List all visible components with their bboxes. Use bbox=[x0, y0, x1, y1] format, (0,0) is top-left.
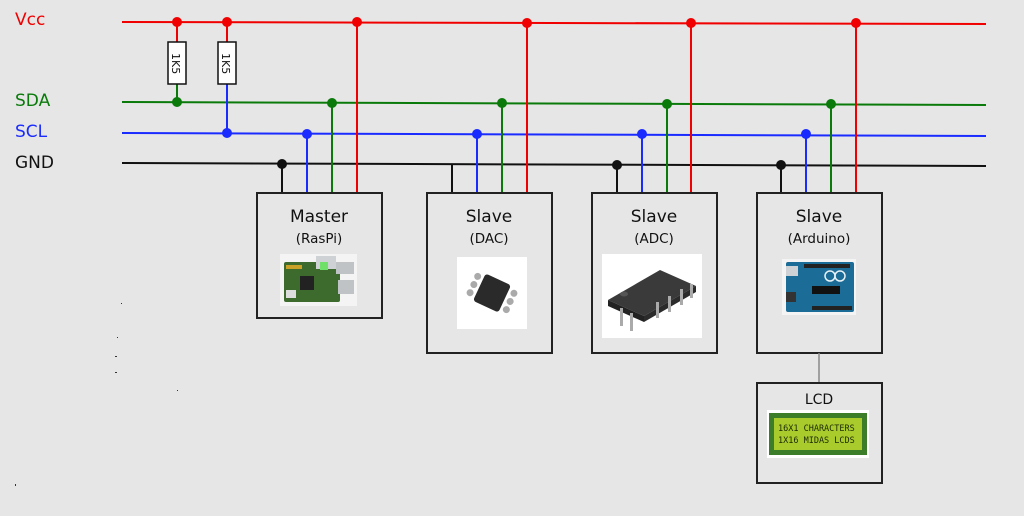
sda-bus-line bbox=[121, 101, 987, 106]
gnd-label: GND bbox=[15, 153, 54, 173]
junction-dot bbox=[826, 99, 836, 109]
device-title: Slave bbox=[631, 207, 677, 227]
resistor-value-label: 1K5 bbox=[169, 53, 182, 74]
arduino-board-icon bbox=[782, 259, 856, 315]
pullup-resistor-sda: 1K5 bbox=[167, 22, 187, 102]
junction-dot bbox=[662, 99, 672, 109]
sda-label: SDA bbox=[15, 91, 51, 111]
device-title: Master bbox=[290, 207, 348, 227]
device-slave-adc: Slave (ADC) bbox=[591, 18, 718, 354]
junction-dot bbox=[801, 129, 811, 139]
junction-dot bbox=[302, 129, 312, 139]
lcd-title: LCD bbox=[805, 392, 833, 408]
pullup-resistor-scl: 1K5 bbox=[217, 22, 237, 133]
junction-dot bbox=[497, 98, 507, 108]
junction-dot bbox=[472, 129, 482, 139]
scl-label: SCL bbox=[15, 122, 48, 142]
junction-dot bbox=[277, 159, 287, 169]
device-box bbox=[756, 192, 883, 354]
device-slave-dac: Slave (DAC) bbox=[426, 18, 553, 354]
device-master: Master (RasPi) bbox=[256, 17, 383, 319]
device-subtitle: (DAC) bbox=[469, 231, 508, 247]
dac-chip-icon bbox=[457, 257, 527, 329]
junction-dot bbox=[522, 18, 532, 28]
device-title: Slave bbox=[466, 207, 512, 227]
gnd-bus-line bbox=[121, 162, 987, 167]
vcc-label: Vcc bbox=[15, 10, 45, 30]
device-subtitle: (RasPi) bbox=[296, 231, 343, 247]
lcd-module: LCD 16X1 CHARACTERS 1X16 MIDAS LCDS bbox=[756, 382, 883, 484]
junction-dot bbox=[637, 129, 647, 139]
vcc-bus-line bbox=[121, 21, 987, 25]
adc-dip-chip-icon bbox=[602, 254, 702, 338]
junction-dot bbox=[612, 160, 622, 170]
lcd-line-1: 16X1 CHARACTERS bbox=[778, 424, 855, 434]
junction-dot bbox=[776, 160, 786, 170]
device-title: Slave bbox=[796, 207, 842, 227]
device-subtitle: (Arduino) bbox=[788, 231, 851, 247]
junction-dot bbox=[352, 17, 362, 27]
junction-dot bbox=[172, 97, 182, 107]
junction-dot bbox=[686, 18, 696, 28]
resistor-value-label: 1K5 bbox=[219, 53, 232, 74]
lcd-line-2: 1X16 MIDAS LCDS bbox=[778, 436, 855, 446]
raspberry-pi-board-icon bbox=[280, 254, 357, 306]
junction-dot bbox=[222, 17, 232, 27]
junction-dot bbox=[327, 98, 337, 108]
junction-dot bbox=[851, 18, 861, 28]
scl-bus-line bbox=[121, 132, 987, 137]
device-slave-arduino: Slave (Arduino) bbox=[756, 18, 883, 383]
stray-marks bbox=[15, 303, 178, 486]
device-subtitle: (ADC) bbox=[634, 231, 674, 247]
lcd-module-icon: 16X1 CHARACTERS 1X16 MIDAS LCDS bbox=[767, 410, 869, 458]
junction-dot bbox=[222, 128, 232, 138]
junction-dot bbox=[172, 17, 182, 27]
